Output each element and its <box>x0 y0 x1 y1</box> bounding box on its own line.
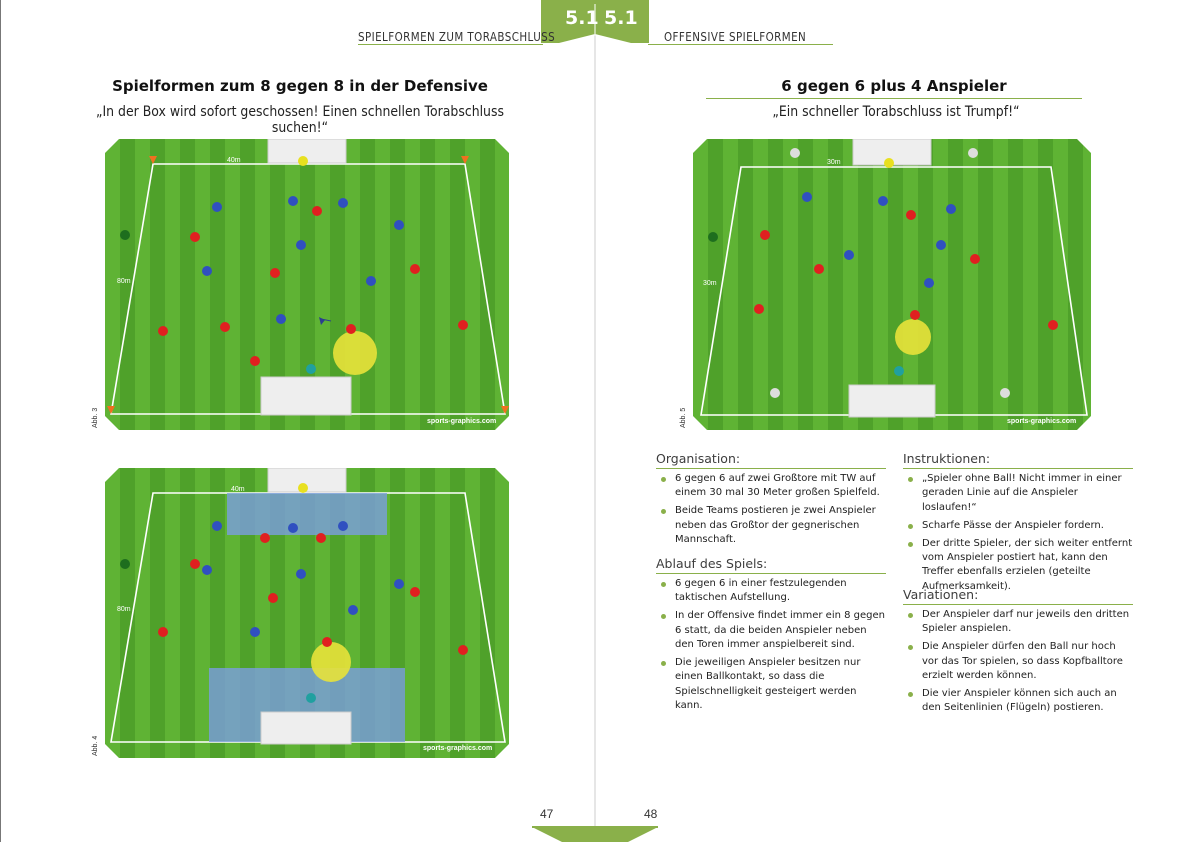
header-rule-right <box>648 44 833 45</box>
list-item: 6 gegen 6 in einer festzulegenden taktis… <box>656 577 886 606</box>
list-item: 6 gegen 6 auf zwei Großtore mit TW auf e… <box>656 472 886 501</box>
footer-tab <box>532 827 658 842</box>
chapter-number-left: 5.1 <box>565 7 599 29</box>
players-red <box>754 210 1058 330</box>
section-heading: Organisation: <box>656 451 886 469</box>
chapter-tab <box>541 0 649 43</box>
players-red <box>158 533 468 655</box>
header-rule-left <box>358 44 543 45</box>
svg-text:80m: 80m <box>117 606 131 613</box>
players-blue <box>802 192 956 288</box>
svg-text:40m: 40m <box>227 157 241 164</box>
svg-text:sports-graphics.com: sports-graphics.com <box>423 745 492 752</box>
running-header-right: OFFENSIVE SPIELFORMEN <box>664 30 807 44</box>
svg-text:30m: 30m <box>827 159 841 166</box>
section-heading: Ablauf des Spiels: <box>656 556 886 574</box>
svg-text:30m: 30m <box>703 280 717 287</box>
figure-abb5-pitch: 30m 30m sports-graphics.com <box>693 139 1091 430</box>
section-heading: Instruktionen: <box>903 451 1133 469</box>
pitch-diagram: 40m 80m sports-graphics.com <box>105 468 509 758</box>
right-page-title: 6 gegen 6 plus 4 Anspieler <box>781 77 1007 95</box>
list-item: Der dritte Spieler, der sich weiter entf… <box>903 537 1133 595</box>
running-header-left: SPIELFORMEN ZUM TORABSCHLUSS <box>358 30 556 44</box>
book-gutter <box>594 0 596 842</box>
pitch-diagram: 30m 30m sports-graphics.com <box>693 139 1091 430</box>
list-item: Die vier Anspieler können sich auch an d… <box>903 687 1133 716</box>
list-item: Scharfe Pässe der Anspieler fordern. <box>903 519 1133 533</box>
right-page-subtitle: „Ein schneller Torabschluss ist Trumpf!“ <box>772 104 1020 120</box>
list-item: Der Anspieler darf nur jeweils den dritt… <box>903 608 1133 637</box>
list-item: In der Offensive findet immer ein 8 gege… <box>656 609 886 652</box>
players-red <box>158 206 468 366</box>
svg-text:sports-graphics.com: sports-graphics.com <box>427 418 496 425</box>
page-number-left: 47 <box>540 807 554 821</box>
list-item: „Spieler ohne Ball! Nicht immer in einer… <box>903 472 1133 515</box>
pitch-diagram: 40m 80m sports-graphics.com <box>105 139 509 430</box>
players-neutral <box>770 148 1010 398</box>
section-ablauf: Ablauf des Spiels: 6 gegen 6 in einer fe… <box>656 556 886 717</box>
chapter-number-right: 5.1 <box>604 7 638 29</box>
svg-text:sports-graphics.com: sports-graphics.com <box>1007 418 1076 425</box>
page-edge <box>0 0 1 842</box>
figure-abb3-pitch: 40m 80m sports-graphics.com <box>105 139 509 430</box>
figure-label-abb4: Abb. 4 <box>92 735 99 756</box>
section-variationen: Variationen: Der Anspieler darf nur jewe… <box>903 587 1133 719</box>
title-rule <box>706 98 1082 99</box>
page-number-right: 48 <box>644 807 658 821</box>
list-item: Die jeweiligen Anspieler besitzen nur ei… <box>656 656 886 714</box>
figure-label-abb5: Abb. 5 <box>680 407 687 428</box>
section-organisation: Organisation: 6 gegen 6 auf zwei Großtor… <box>656 451 886 551</box>
figure-abb4-pitch: 40m 80m sports-graphics.com <box>105 468 509 758</box>
players-blue <box>202 196 404 324</box>
list-item: Die Anspieler dürfen den Ball nur hoch v… <box>903 640 1133 683</box>
left-page-subtitle: „In der Box wird sofort geschossen! Eine… <box>96 104 504 136</box>
players-blue <box>202 521 404 637</box>
left-page-title: Spielformen zum 8 gegen 8 in der Defensi… <box>112 77 488 95</box>
figure-label-abb3: Abb. 3 <box>92 407 99 428</box>
section-heading: Variationen: <box>903 587 1133 605</box>
section-instruktionen: Instruktionen: „Spieler ohne Ball! Nicht… <box>903 451 1133 598</box>
list-item: Beide Teams postieren je zwei Anspieler … <box>656 504 886 547</box>
svg-text:40m: 40m <box>231 486 245 493</box>
svg-text:80m: 80m <box>117 278 131 285</box>
